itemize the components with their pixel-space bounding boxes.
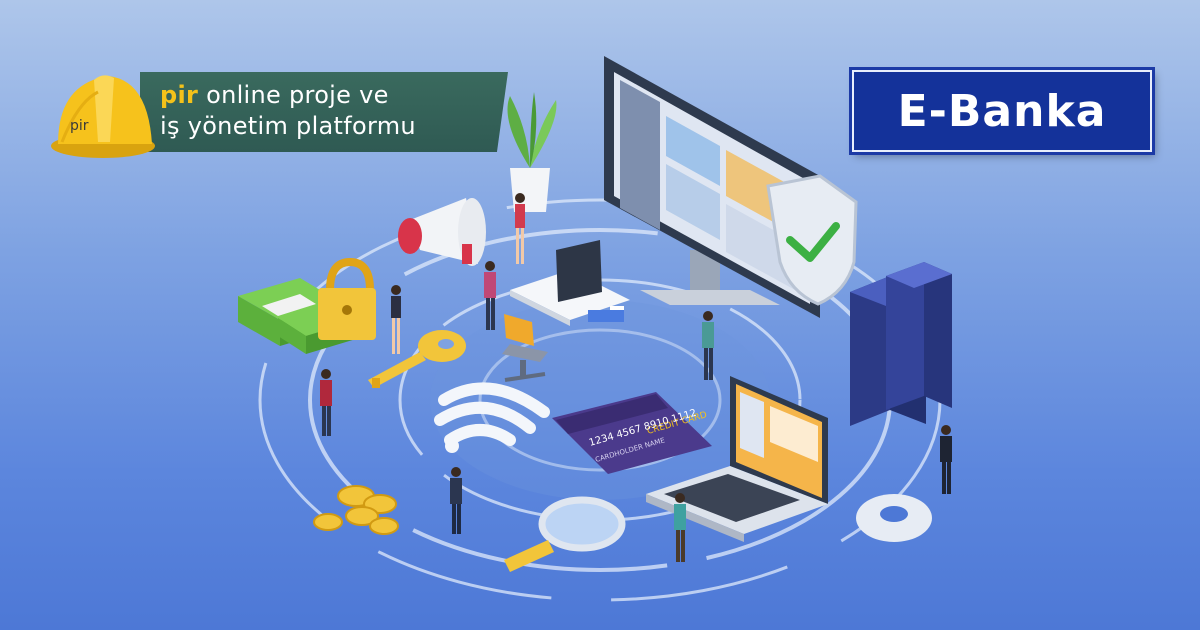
key-icon [368,330,466,388]
brand-tagline-line1: online proje ve [198,81,389,109]
credit-card-icon: CREDIT CARD 1234 4567 8910 1112 CARDHOLD… [552,392,712,474]
padlock-icon [318,257,376,340]
person-icon [320,193,952,562]
brand-banner [140,72,508,152]
brand-name: pir [160,81,199,109]
server-rack-icon [850,262,952,426]
magnifier-icon [504,496,626,572]
helmet-label: pir [70,118,89,134]
laptop-icon [646,376,828,542]
plant-icon [507,92,557,212]
chair-icon [502,314,548,382]
coins-icon [313,485,399,535]
page-title: E-Banka [897,85,1107,137]
gear-icon [856,494,932,542]
brand-tagline-line2: iş yönetim platformu [160,112,416,140]
shield-check-icon [766,174,858,306]
brand-logo[interactable]: pir pir online proje ve iş yönetim platf… [48,62,508,162]
page-title-badge: E-Banka [852,70,1152,152]
megaphone-icon [398,198,486,266]
helmet-icon: pir [51,75,155,158]
brand-tagline: pir online proje ve iş yönetim platformu [160,80,416,142]
wifi-icon [434,382,550,453]
desk-icon [510,240,630,326]
